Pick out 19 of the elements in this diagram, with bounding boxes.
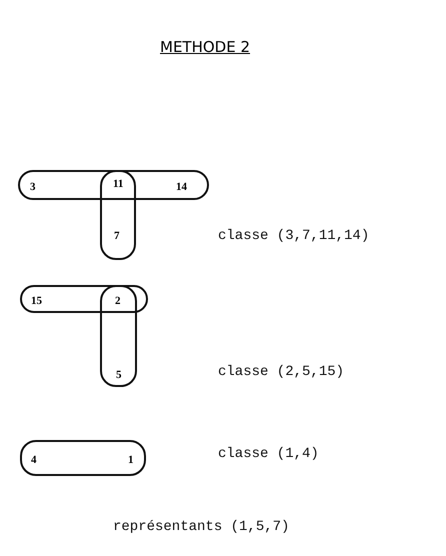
capsule-outline	[20, 440, 146, 476]
class-label: représentants (1,5,7)	[113, 519, 290, 535]
capsule-outline	[100, 285, 137, 387]
element-number: 5	[116, 369, 122, 381]
title: METHODE 2	[160, 38, 250, 56]
element-number: 7	[114, 230, 120, 242]
capsule-outline	[20, 285, 148, 313]
capsule-outline	[100, 170, 136, 260]
capsule-outline	[18, 170, 209, 200]
element-number: 3	[30, 181, 36, 193]
class-label: classe (3,7,11,14)	[218, 228, 370, 244]
element-number: 15	[31, 295, 42, 307]
element-number: 11	[113, 178, 124, 190]
element-number: 14	[176, 181, 187, 193]
class-label: classe (1,4)	[218, 446, 319, 462]
element-number: 1	[128, 454, 134, 466]
element-number: 2	[115, 295, 120, 307]
element-number: 4	[31, 454, 36, 466]
class-label: classe (2,5,15)	[218, 364, 344, 380]
